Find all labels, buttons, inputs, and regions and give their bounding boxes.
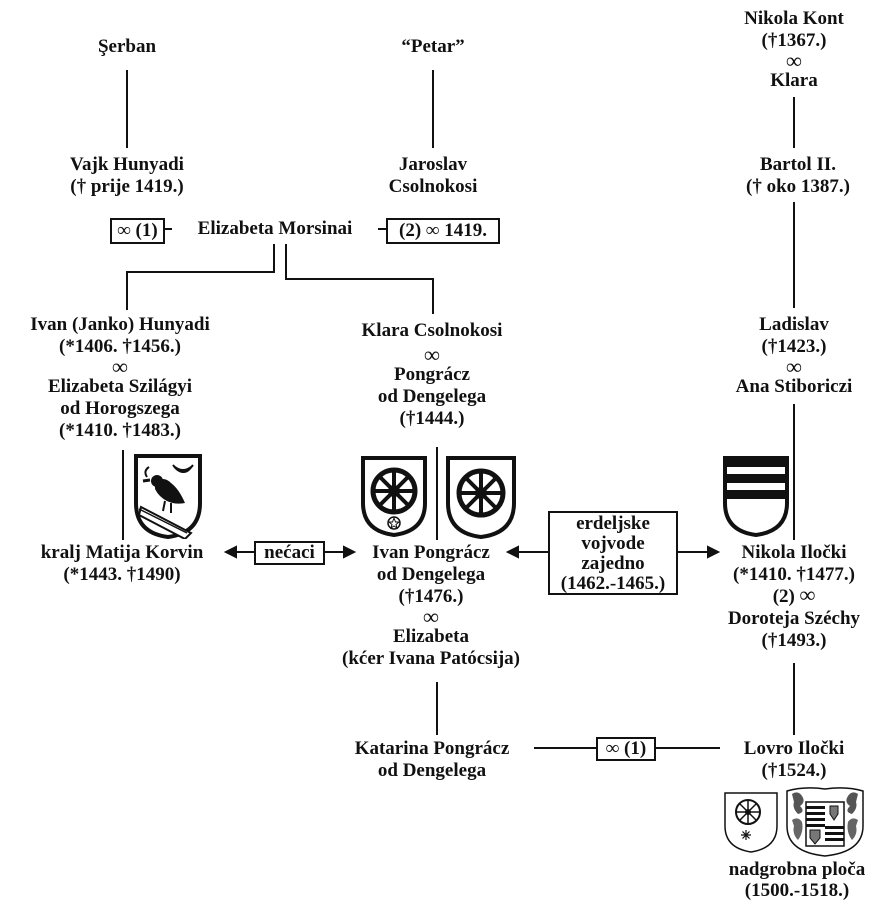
tombstone-line1: nadgrobna ploča	[728, 859, 866, 880]
pongracz-origin: od Dengelega	[377, 386, 487, 407]
vojvode-label: erdeljske vojvode zajedno (1462.-1465.)	[548, 511, 678, 595]
jaroslav-line1: Jaroslav	[398, 154, 468, 175]
line-elizabeta-ivan	[126, 244, 275, 310]
nikola-kont-dates: (†1367.)	[761, 30, 827, 51]
arrowhead-nikola	[707, 545, 721, 559]
person-matija: kralj Matija Korvin (*1443. †1490)	[41, 542, 204, 586]
wheel-arms-2-icon	[446, 456, 516, 539]
person-ladislav: Ladislav (†1423.) ∞ Ana Stiboriczi	[736, 314, 853, 398]
marriage-box-1: ∞ (1)	[110, 218, 165, 244]
person-ivan-pongracz: Ivan Pongrácz od Dengelega (†1476.) ∞ El…	[342, 542, 520, 670]
matija-name: kralj Matija Korvin	[40, 542, 204, 563]
ivan-pongracz-origin: od Dengelega	[376, 564, 486, 585]
doroteja-name: Doroteja Széchy	[727, 608, 861, 629]
matija-dates: (*1443. †1490)	[63, 564, 181, 585]
jaroslav-line2: Csolnokosi	[388, 176, 478, 197]
person-nikola-kont: Nikola Kont (†1367.) ∞ Klara	[744, 8, 844, 92]
katarina-origin: od Dengelega	[377, 760, 487, 781]
bird-with-crescent-arms-icon	[134, 454, 202, 539]
tombstone-lions-arms-icon	[786, 787, 864, 857]
marriage-box-katarina: ∞ (1)	[596, 737, 656, 761]
marriage-box-2: (2) ∞ 1419.	[386, 218, 500, 244]
person-klara-csolnokosi: Klara Csolnokosi ∞ Pongrácz od Dengelega…	[362, 320, 503, 430]
lovro-name: Lovro Iločki	[743, 738, 845, 759]
ivan-pongracz-name: Ivan Pongrácz	[372, 542, 490, 563]
nikola-ilocki-dates: (*1410. †1477.)	[733, 564, 855, 585]
ivan-janko-name: Ivan (Janko) Hunyadi	[30, 314, 210, 335]
tombstone-line2: (1500.-1518.)	[744, 880, 850, 901]
bartol-name: Bartol II.	[759, 154, 836, 175]
vajk-dates: († prije 1419.)	[70, 176, 184, 197]
vojvode-line3: zajedno	[581, 553, 645, 574]
wheel-arms-icon	[361, 456, 427, 537]
marriage-symbol: ∞	[423, 604, 439, 629]
tombstone-wheel-arms-icon	[724, 792, 778, 853]
szilagyi-origin: od Horogszega	[60, 398, 180, 419]
patocsi-name: Elizabeta	[392, 626, 469, 647]
ana-name: Ana Stiboriczi	[735, 376, 853, 397]
lovro-dates: (†1524.)	[761, 760, 827, 781]
klara-name: Klara	[770, 70, 818, 91]
ladislav-name: Ladislav	[759, 314, 829, 335]
marriage-symbol: ∞	[786, 354, 802, 379]
ivan-pongracz-dates: (†1476.)	[398, 586, 464, 607]
line-elizabeta-klara	[285, 244, 434, 314]
person-katarina: Katarina Pongrácz od Dengelega	[355, 738, 510, 782]
arrowhead-ivan-left	[343, 545, 357, 559]
tombstone-caption: nadgrobna ploča (1500.-1518.)	[729, 859, 865, 901]
striped-arms-icon	[723, 456, 789, 537]
nikola-kont-name: Nikola Kont	[744, 8, 844, 29]
vojvode-line1: erdeljske	[576, 513, 650, 534]
katarina-name: Katarina Pongrácz	[354, 738, 510, 759]
necaci-label: nećaci	[254, 541, 325, 565]
arrowhead-ivan-right	[505, 545, 519, 559]
klara-csolnokosi-name: Klara Csolnokosi	[361, 320, 503, 341]
ladislav-dates: (†1423.)	[761, 336, 827, 357]
person-serban: Şerban	[97, 36, 157, 57]
bartol-dates: († oko 1387.)	[746, 176, 850, 197]
person-nikola-ilocki: Nikola Iločki (*1410. †1477.) (2) ∞ Doro…	[728, 542, 860, 652]
person-jaroslav: Jaroslav Csolnokosi	[389, 154, 478, 198]
vajk-name: Vajk Hunyadi	[70, 154, 184, 175]
vojvode-line4: (1462.-1465.)	[560, 573, 666, 594]
marriage-symbol: ∞	[786, 48, 802, 73]
szilagyi-dates: (*1410. †1483.)	[59, 420, 181, 441]
person-elizabeta-morsinai: Elizabeta Morsinai	[197, 218, 353, 239]
nikola-second-marriage: (2) ∞	[772, 582, 816, 608]
marriage-symbol: ∞	[424, 342, 440, 367]
arrowhead-matija	[223, 545, 237, 559]
doroteja-dates: (†1493.)	[761, 630, 827, 651]
pongracz-name: Pongrácz	[394, 364, 470, 385]
ivan-janko-dates: (*1406. †1456.)	[59, 336, 181, 357]
person-lovro: Lovro Iločki (†1524.)	[744, 738, 844, 782]
patocsi-note: (kćer Ivana Patócsija)	[341, 648, 521, 669]
person-vajk: Vajk Hunyadi († prije 1419.)	[70, 154, 184, 198]
szilagyi-name: Elizabeta Szilágyi	[47, 376, 193, 397]
person-ivan-janko: Ivan (Janko) Hunyadi (*1406. †1456.) ∞ E…	[30, 314, 210, 442]
person-bartol: Bartol II. († oko 1387.)	[746, 154, 850, 198]
pongracz-dates: (†1444.)	[399, 408, 465, 429]
vojvode-line2: vojvode	[581, 533, 645, 554]
nikola-ilocki-name: Nikola Iločki	[741, 542, 847, 563]
marriage-symbol: ∞	[112, 354, 128, 379]
person-petar: “Petar”	[401, 36, 465, 57]
